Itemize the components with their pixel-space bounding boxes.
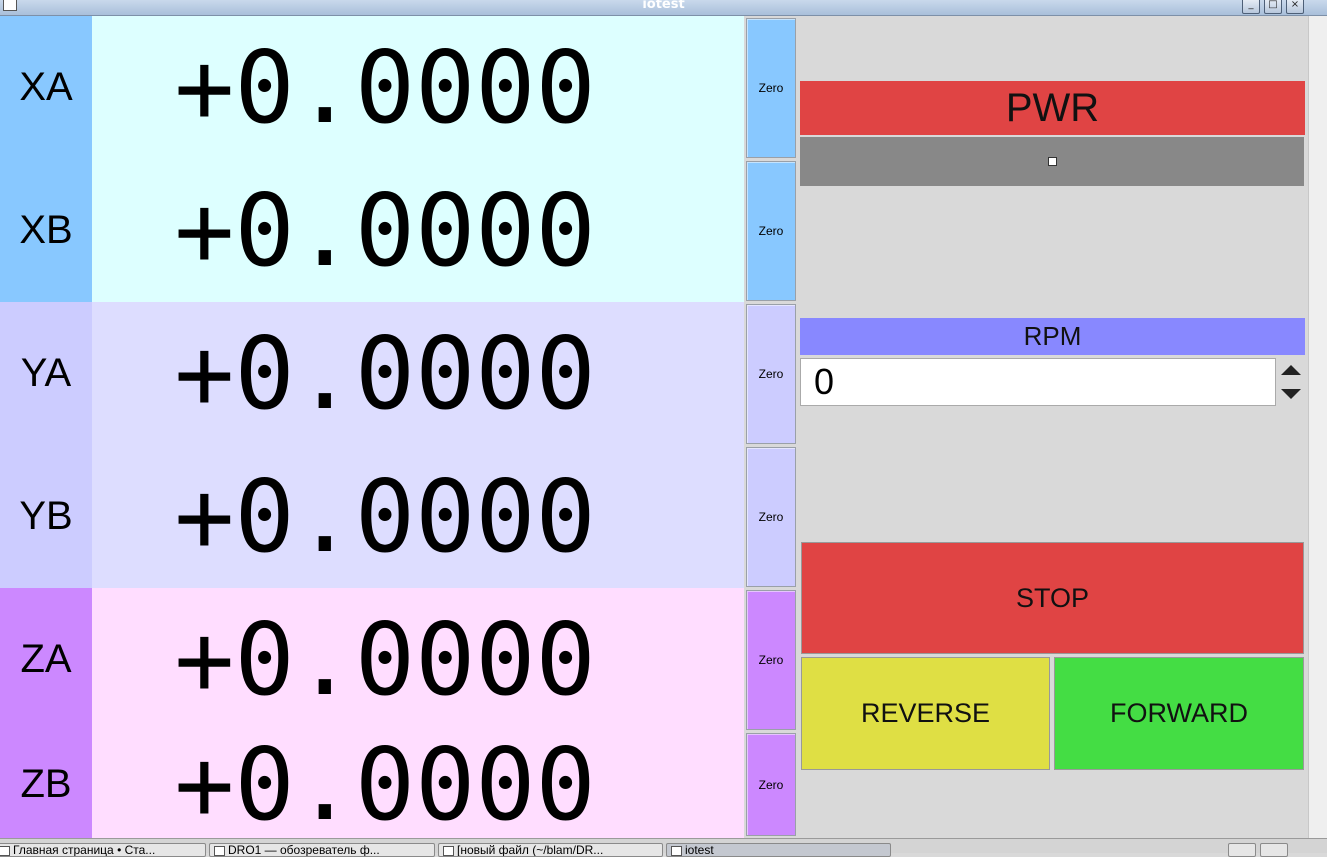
axis-value-text: +0.0000 [174,458,596,575]
maximize-icon[interactable]: □ [1264,0,1282,14]
axis-value-zb: +0.0000 [92,726,744,843]
taskbar-item-label: DRO1 — обозреватель ф... [228,843,380,857]
rpm-label: RPM [800,318,1305,355]
app-icon[interactable] [3,0,17,11]
close-icon[interactable]: × [1286,0,1304,14]
desktop-switcher-icon[interactable] [1260,843,1288,857]
power-checkbox[interactable] [1048,157,1057,166]
axis-label-xa: XA [0,16,92,159]
axis-value-text: +0.0000 [174,29,596,146]
minimize-icon[interactable]: _ [1242,0,1260,14]
rpm-spinbox-input[interactable]: 0 [800,358,1276,406]
axis-label-zb: ZB [0,731,92,838]
axis-value-text: +0.0000 [174,601,596,718]
axis-label-za: ZA [0,588,92,731]
taskbar-item-label: iotest [685,843,714,857]
rpm-increment-button[interactable] [1278,359,1303,381]
axis-value-text: +0.0000 [174,315,596,432]
window-icon [671,846,682,856]
axis-value-yb: +0.0000 [92,445,744,588]
axis-value-ya: +0.0000 [92,302,744,445]
stop-button[interactable]: STOP [801,542,1304,654]
zero-button-xb[interactable]: Zero [746,161,796,301]
axis-value-xa: +0.0000 [92,16,744,159]
window-title: iotest [642,0,685,12]
axis-value-xb: +0.0000 [92,159,744,302]
taskbar-item[interactable]: Главная страница • Ста... [0,843,206,857]
arrow-up-icon [1280,365,1301,375]
taskbar-item[interactable]: [новый файл (~/blam/DR... [438,843,663,857]
axis-value-text: +0.0000 [174,726,596,843]
zero-button-za[interactable]: Zero [746,590,796,730]
reverse-button[interactable]: REVERSE [801,657,1050,770]
window-titlebar[interactable]: iotest _ □ × [0,0,1327,16]
browser-icon [0,846,10,856]
zero-button-zb[interactable]: Zero [746,733,796,836]
power-label: PWR [800,81,1305,135]
rpm-decrement-button[interactable] [1278,383,1303,405]
axis-value-text: +0.0000 [174,172,596,289]
taskbar-item-label: Главная страница • Ста... [13,843,156,857]
forward-button[interactable]: FORWARD [1054,657,1304,770]
window-edge-scrollbar[interactable] [1308,16,1327,838]
editor-icon [443,846,454,856]
axis-label-ya: YA [0,302,92,445]
desktop-switcher-icon[interactable] [1228,843,1256,857]
axis-label-xb: XB [0,159,92,302]
taskbar-item[interactable]: iotest [666,843,891,857]
taskbar: Главная страница • Ста... DRO1 — обозрев… [0,838,1327,857]
folder-icon [214,846,225,856]
arrow-down-icon [1280,389,1301,399]
axis-value-za: +0.0000 [92,588,744,731]
taskbar-item[interactable]: DRO1 — обозреватель ф... [209,843,435,857]
taskbar-item-label: [новый файл (~/blam/DR... [457,843,604,857]
zero-button-xa[interactable]: Zero [746,18,796,158]
zero-button-ya[interactable]: Zero [746,304,796,444]
power-indicator[interactable] [800,137,1304,186]
axis-label-yb: YB [0,445,92,588]
zero-button-yb[interactable]: Zero [746,447,796,587]
